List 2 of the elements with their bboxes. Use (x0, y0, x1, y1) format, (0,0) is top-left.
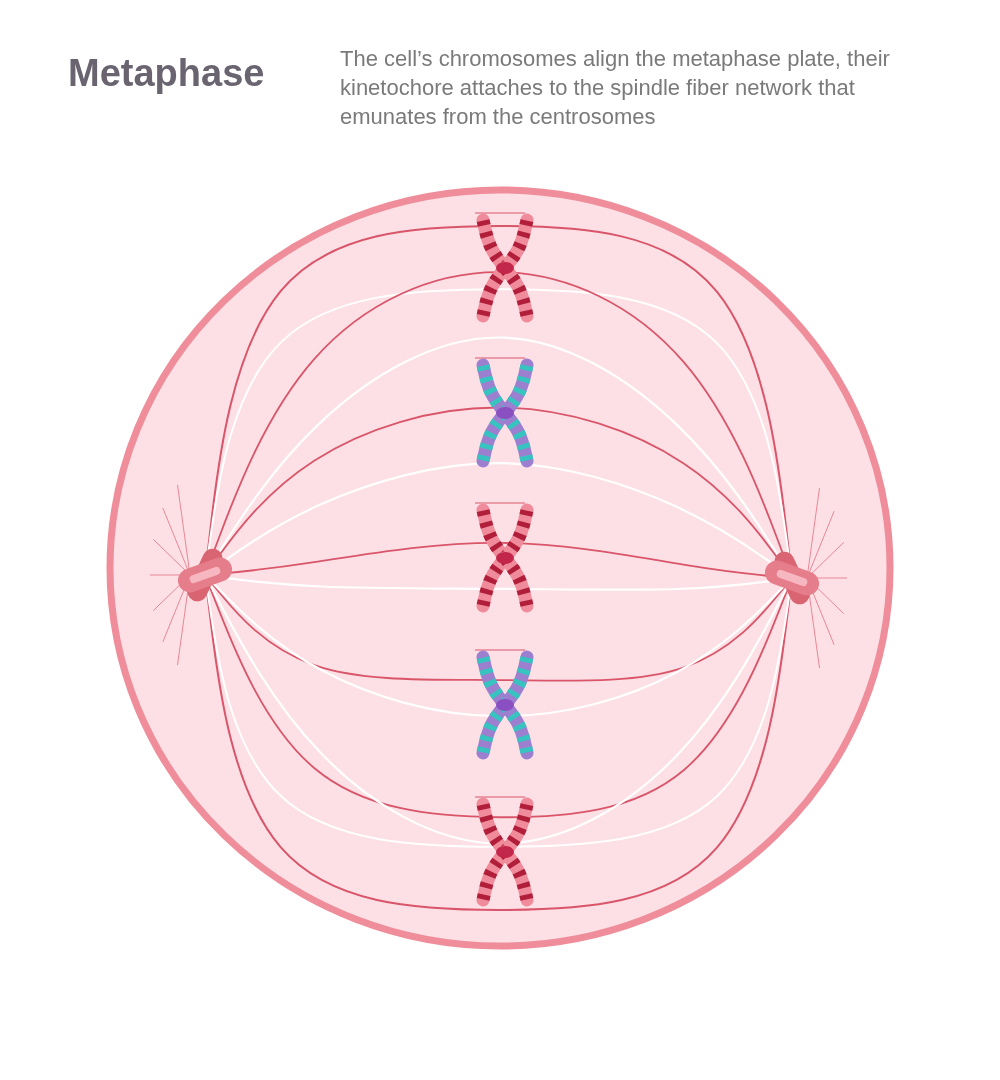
title: Metaphase (68, 52, 265, 95)
caption: The cell’s chromosomes align the metaphase plate, their kinetochore attaches to the spindle fiber network that emunates from the centrosomes (340, 45, 891, 132)
